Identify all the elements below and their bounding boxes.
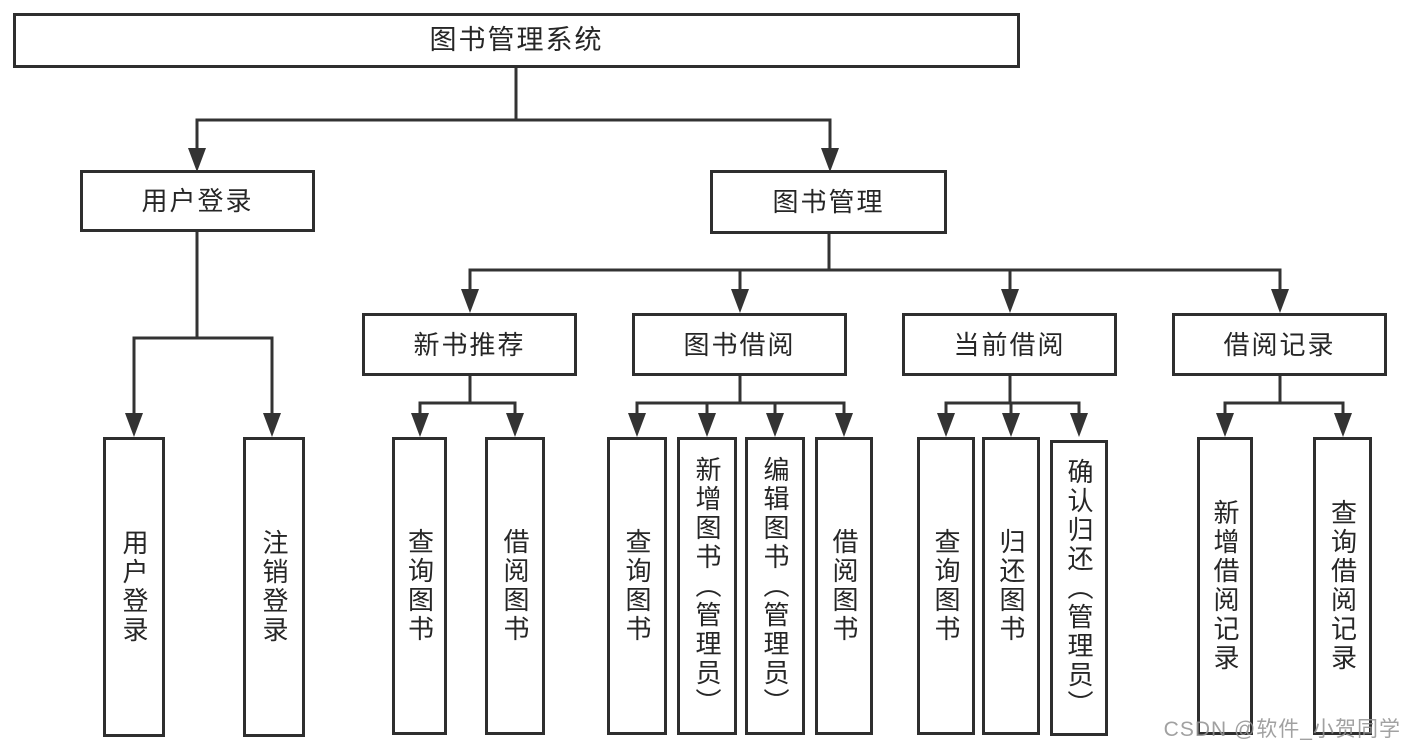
node-label: 图书管理 [772, 187, 885, 217]
node-label: 新书推荐 [413, 329, 526, 360]
node-label: 图书管理系统 [429, 25, 604, 55]
leaf-borrow-books-recommend: 借阅图书 [485, 437, 545, 735]
leaf-label: 借阅图书 [500, 528, 530, 644]
node-new-book-recommend: 新书推荐 [362, 313, 577, 376]
leaf-add-borrow-record: 新增借阅记录 [1197, 437, 1253, 735]
node-label: 借阅记录 [1223, 329, 1336, 360]
leaf-label: 查询图书 [931, 528, 961, 644]
arrowheads [125, 148, 1352, 437]
node-book-borrow: 图书借阅 [632, 313, 847, 376]
leaf-label: 借阅图书 [829, 528, 859, 644]
leaf-query-borrow-record: 查询借阅记录 [1313, 437, 1372, 735]
leaf-label: 查询图书 [404, 528, 435, 644]
leaf-label: 注销登录 [259, 529, 289, 645]
leaf-edit-books-admin: 编辑图书（管理员） [745, 437, 805, 735]
node-current-borrow: 当前借阅 [902, 313, 1117, 376]
node-borrow-records: 借阅记录 [1172, 313, 1387, 376]
node-label: 用户登录 [141, 186, 254, 216]
leaf-label: 归还图书 [996, 528, 1026, 644]
leaf-return-books: 归还图书 [982, 437, 1040, 735]
leaf-label: 新增图书（管理员） [692, 455, 722, 717]
leaf-confirm-return-admin: 确认归还（管理员） [1050, 440, 1108, 736]
node-book-management: 图书管理 [710, 170, 947, 234]
leaf-label: 编辑图书（管理员） [760, 455, 790, 717]
node-library-management-system: 图书管理系统 [13, 13, 1020, 68]
node-label: 图书借阅 [683, 329, 796, 360]
leaf-query-books-current: 查询图书 [917, 437, 975, 735]
leaf-logout: 注销登录 [243, 437, 305, 737]
leaf-label: 查询借阅记录 [1327, 499, 1358, 673]
leaf-label: 确认归还（管理员） [1064, 457, 1094, 719]
leaf-user-login: 用户登录 [103, 437, 165, 737]
watermark: CSDN @软件_小贺同学 [1163, 718, 1401, 741]
leaf-query-books-recommend: 查询图书 [392, 437, 447, 735]
leaf-label: 新增借阅记录 [1210, 499, 1240, 673]
leaf-label: 查询图书 [622, 528, 652, 644]
node-user-login: 用户登录 [80, 170, 315, 232]
leaf-borrow-books: 借阅图书 [815, 437, 873, 735]
leaf-query-books-borrow: 查询图书 [607, 437, 667, 735]
leaf-add-books-admin: 新增图书（管理员） [677, 437, 737, 735]
node-label: 当前借阅 [953, 329, 1066, 360]
leaf-label: 用户登录 [119, 529, 149, 645]
